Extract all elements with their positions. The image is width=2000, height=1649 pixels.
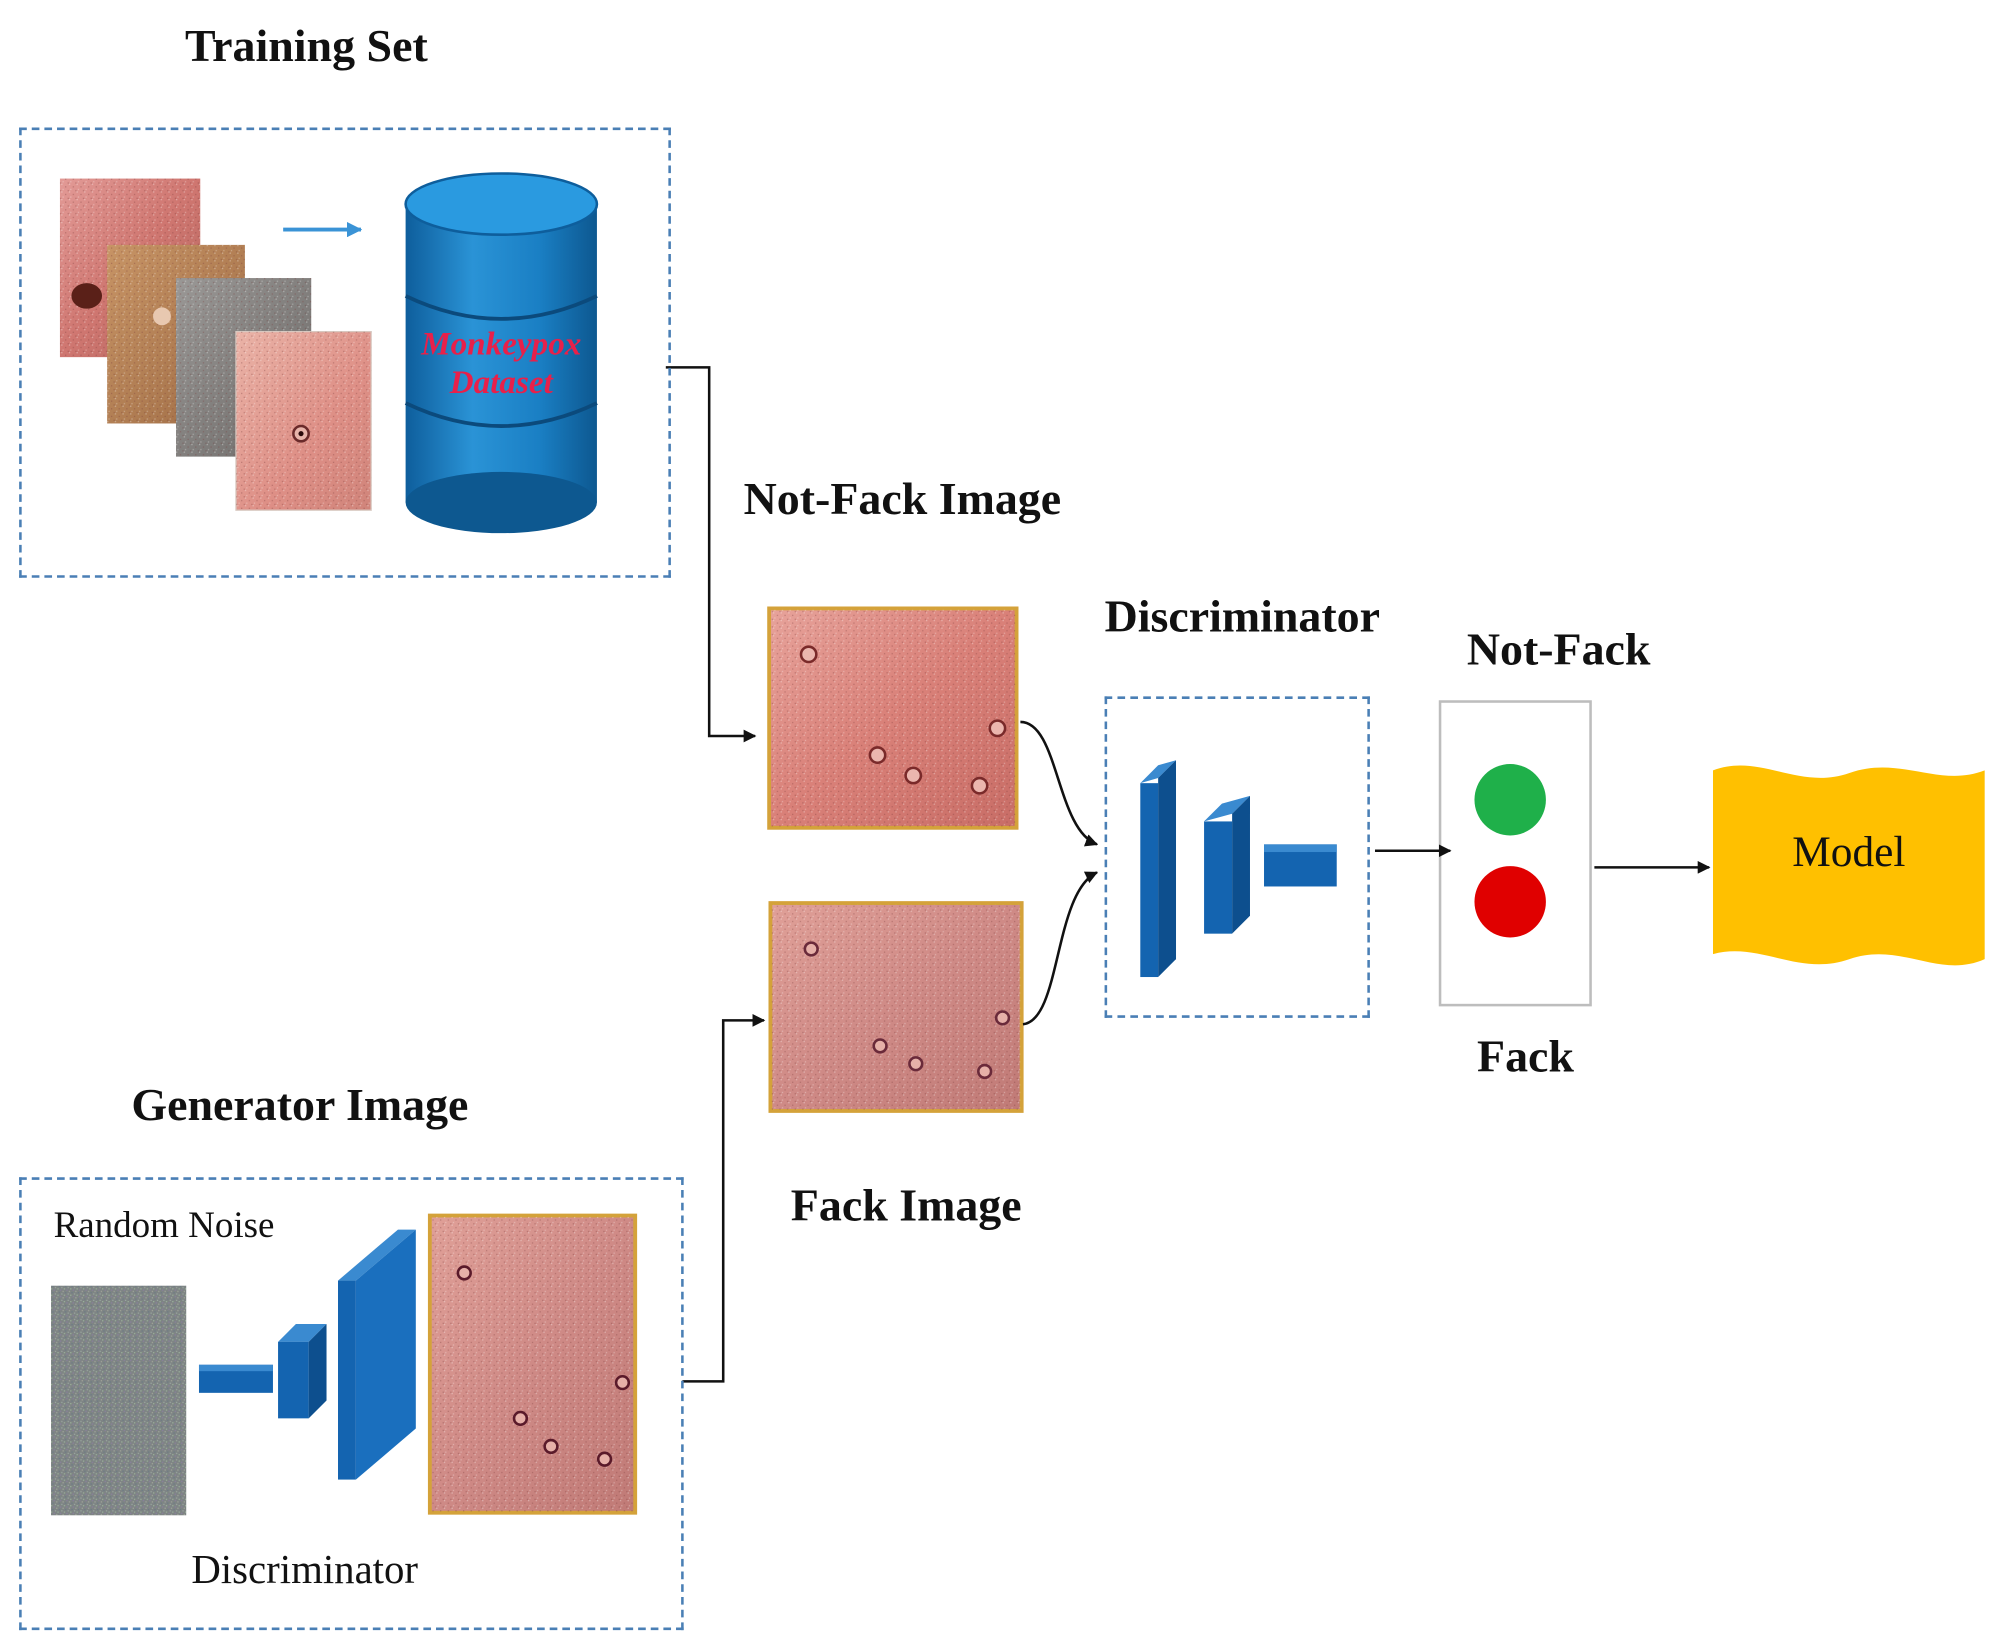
real-indicator-circle (1474, 764, 1546, 836)
dataset-label-line2: Dataset (449, 363, 553, 401)
generator-box (19, 1177, 684, 1631)
fake-to-discriminator-arrow (1022, 871, 1099, 1026)
random-noise-label: Random Noise (53, 1205, 275, 1247)
model-label: Model (1792, 829, 1906, 877)
dataset-cylinder (404, 172, 599, 534)
random-noise-image (51, 1285, 187, 1516)
discriminator-layers (1140, 760, 1337, 978)
training-set-title: Training Set (184, 20, 428, 72)
training-set-box (19, 127, 671, 578)
output-panel (1438, 700, 1592, 1007)
real-image-label: Not-Fack Image (743, 473, 1062, 525)
generator-image-title: Generator Image (131, 1079, 469, 1131)
model-shape (1712, 765, 1985, 966)
fake-indicator-circle (1474, 866, 1546, 938)
discriminator-title: Discriminator (1104, 590, 1381, 642)
connectors (665, 366, 1711, 1383)
fake-output-label: Fack (1477, 1030, 1574, 1082)
generator-to-fake-arrow (682, 1014, 766, 1383)
dataset-label: Monkeypox Dataset (406, 325, 597, 402)
real-image (767, 606, 1019, 830)
training-to-real-arrow (665, 366, 757, 743)
discriminator-box (1104, 696, 1370, 1018)
fake-image (768, 901, 1024, 1113)
generator-discriminator-label: Discriminator (191, 1545, 419, 1592)
training-image-stack (59, 178, 372, 511)
fake-image-label: Fack Image (790, 1179, 1022, 1231)
real-to-discriminator-arrow (1020, 720, 1099, 847)
real-output-label: Not-Fack (1466, 623, 1651, 675)
generator-layers (198, 1229, 416, 1480)
generated-image (427, 1213, 638, 1515)
dataset-label-line1: Monkeypox (421, 325, 582, 363)
